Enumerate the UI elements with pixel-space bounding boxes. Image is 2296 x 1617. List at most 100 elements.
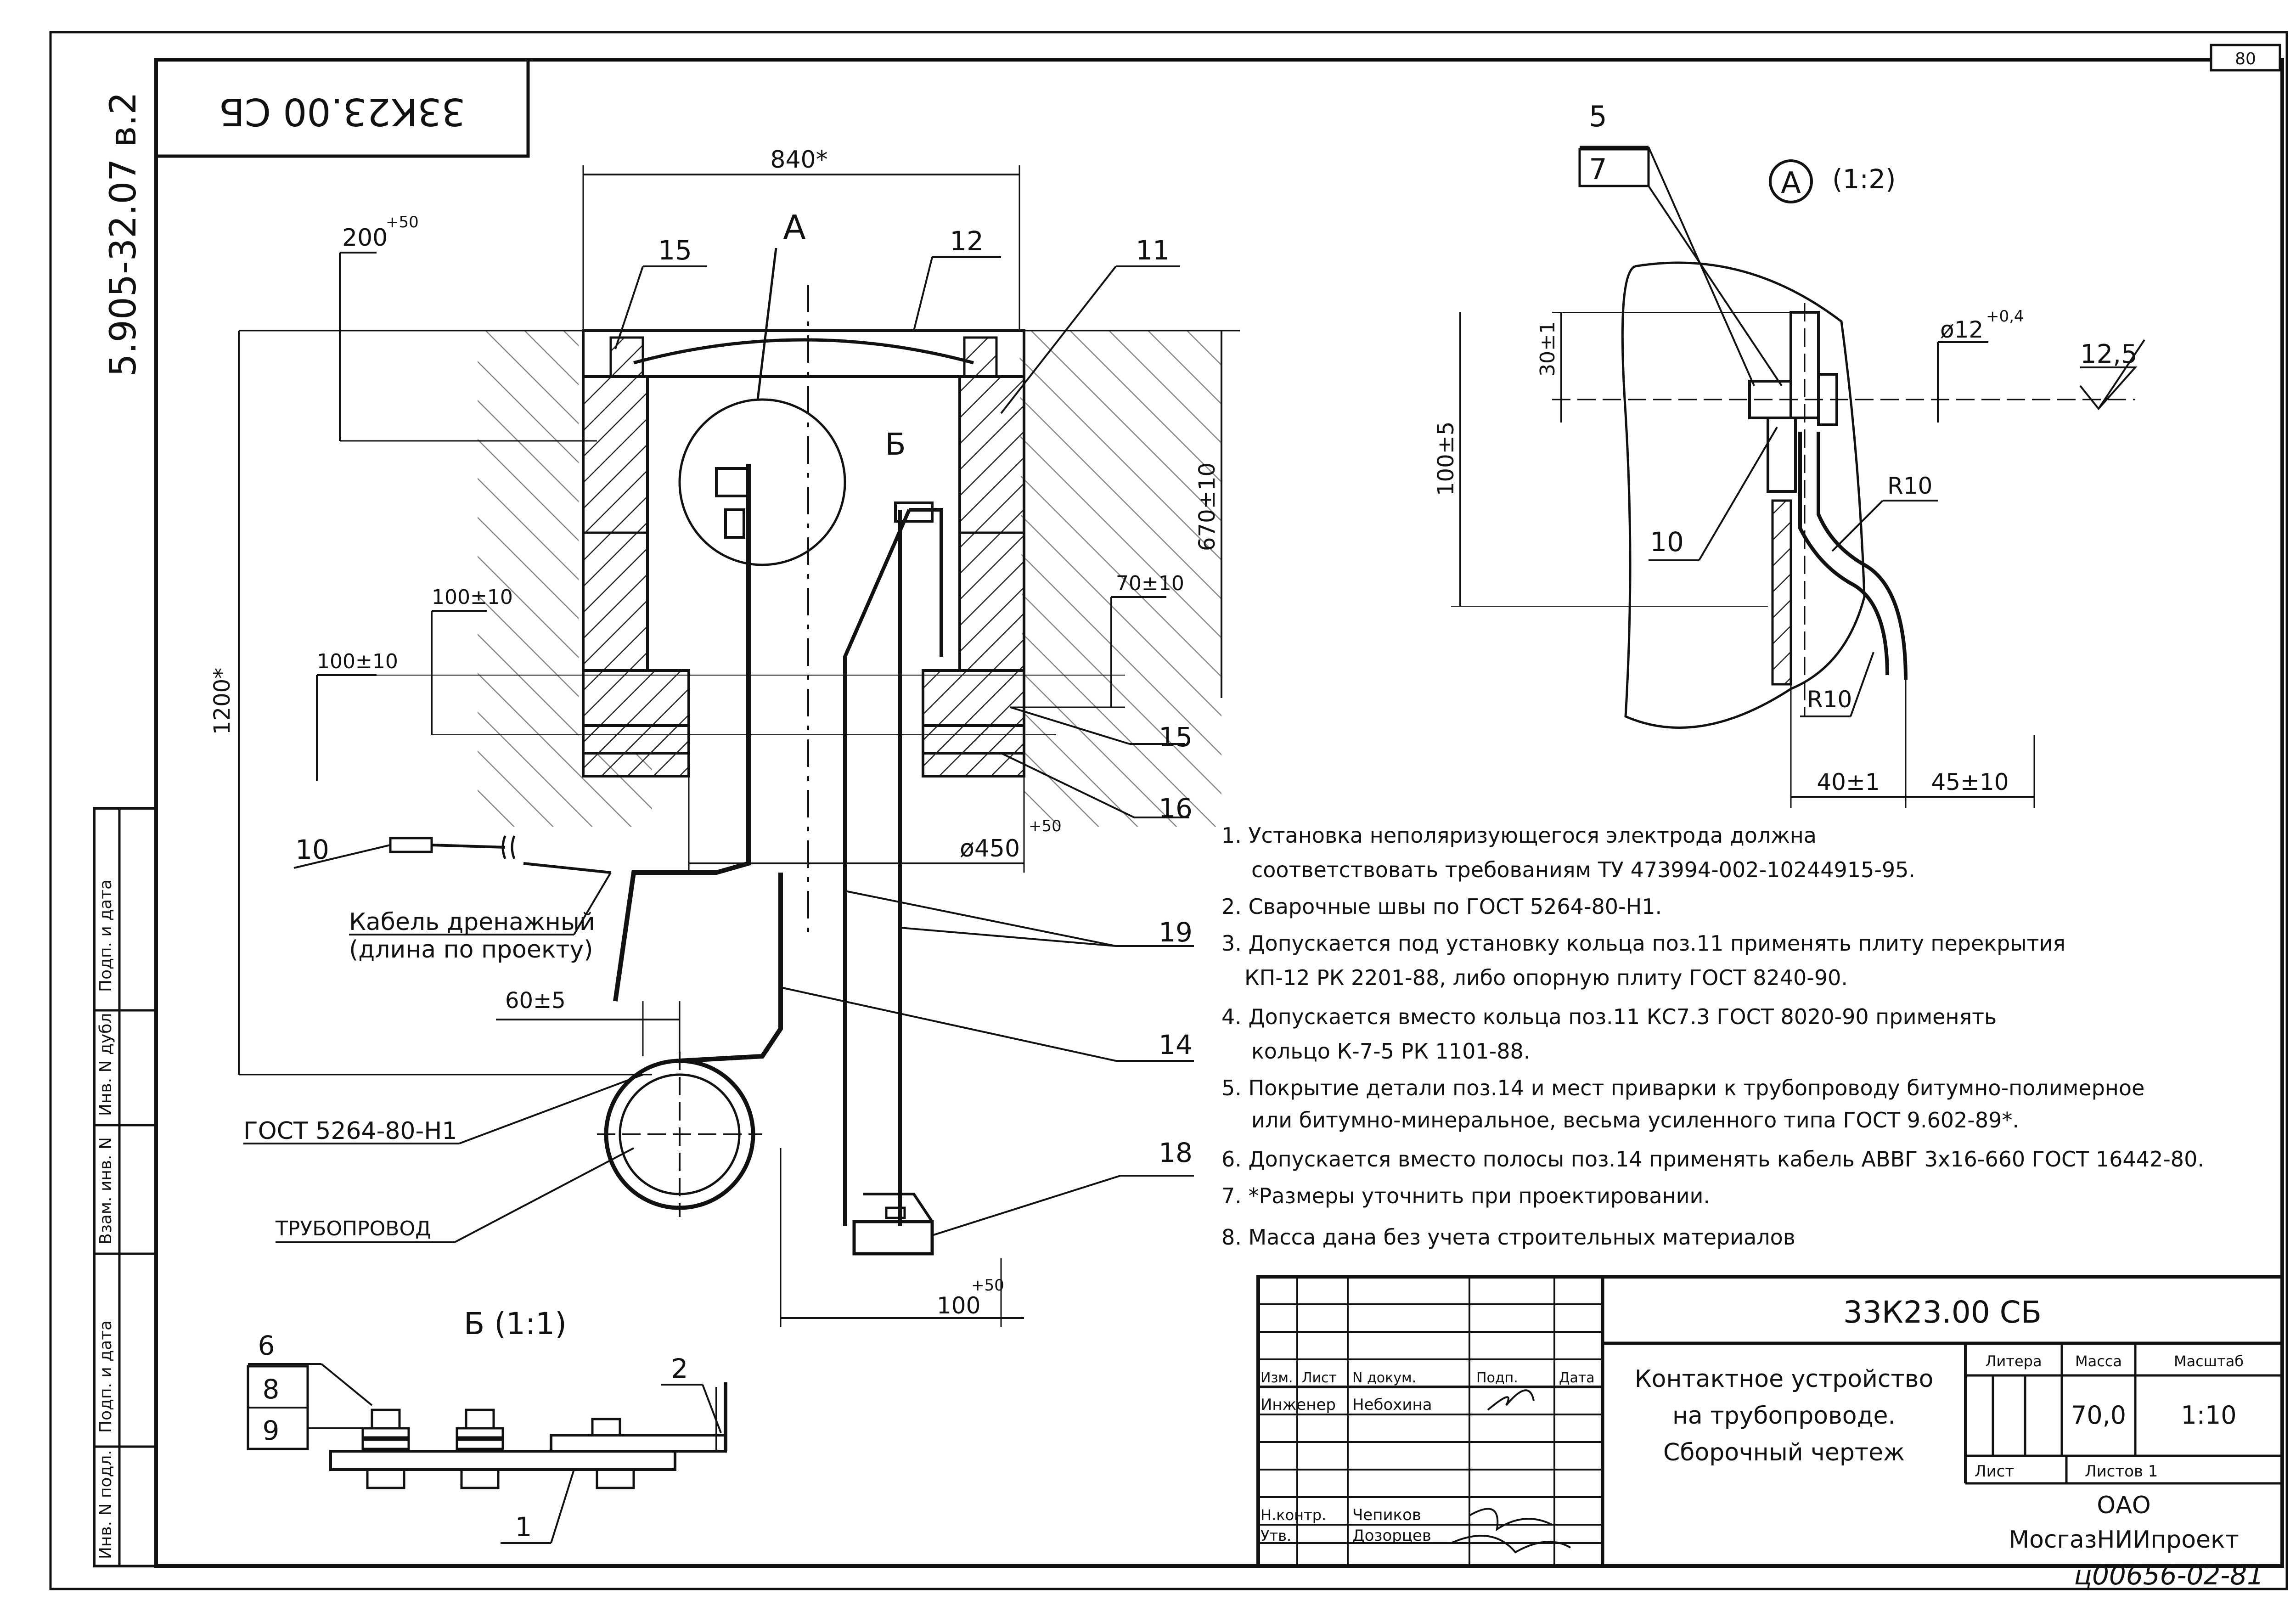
- side-label-podp-2: Подп. и дата: [96, 879, 115, 992]
- mass-label: Масса: [2075, 1352, 2122, 1370]
- main-callouts: 15 12 11 15 16 10 19 14 18: [293, 225, 1194, 1236]
- detail-a-r10-top: R10: [1887, 473, 1932, 499]
- note-line-7: кольцо К-7-5 РК 1101-88.: [1251, 1039, 1530, 1064]
- weld-label: ГОСТ 5264-80-Н1: [243, 1117, 457, 1145]
- callout-14: 14: [1159, 1029, 1193, 1060]
- callout-15-top: 15: [658, 235, 692, 266]
- dim-100-bottom: 100: [937, 1292, 980, 1319]
- sheet-number-box: [2210, 44, 2281, 72]
- section-b-marker: Б: [885, 427, 906, 462]
- detail-b-callout-1: 1: [515, 1511, 532, 1543]
- detail-a-callout-7: 7: [1589, 152, 1607, 186]
- role-engineer: Инженер: [1261, 1396, 1336, 1414]
- callout-16: 16: [1159, 793, 1193, 824]
- detail-b-callout-6: 6: [258, 1330, 275, 1361]
- doc-number: ц00656-02-81: [2074, 1560, 2264, 1591]
- dim-840: 840*: [770, 146, 827, 174]
- name-engineer: Небохина: [1352, 1396, 1432, 1414]
- title-block: Изм. Лист N докум. Подп. Дата Инженер Не…: [1256, 1275, 2284, 1591]
- detail-a-dim-12-tol: +0,4: [1986, 307, 2024, 326]
- note-line-6: 4. Допускается вместо кольца поз.11 КС7.…: [1221, 1004, 1997, 1029]
- note-line-4: 3. Допускается под установку кольца поз.…: [1221, 931, 2065, 956]
- note-line-10: 6. Допускается вместо полосы поз.14 прим…: [1221, 1147, 2204, 1172]
- stamp-box: [154, 58, 530, 158]
- detail-b-view: Б (1:1) 6 8 9 2 1: [247, 1306, 727, 1544]
- signature: [1451, 1389, 1571, 1554]
- main-section-view: А Б: [389, 208, 1221, 1256]
- side-label-inv-podl: Инв. N подл.: [96, 1450, 115, 1559]
- note-line-3: 2. Сварочные швы по ГОСТ 5264-80-Н1.: [1221, 894, 1662, 919]
- archive-number: 5.905-32.07 в.2: [103, 92, 144, 377]
- callout-12: 12: [950, 225, 984, 257]
- detail-b-callout-2: 2: [671, 1353, 688, 1384]
- note-line-11: 7. *Размеры уточнить при проектировании.: [1221, 1183, 1710, 1208]
- callout-11: 11: [1136, 235, 1170, 266]
- detail-a-dim-12: ø12: [1940, 316, 1983, 343]
- dim-60: 60±5: [505, 988, 566, 1014]
- callout-19: 19: [1159, 917, 1193, 948]
- hdr-podp: Подп.: [1476, 1370, 1518, 1386]
- dim-450: ø450: [960, 835, 1020, 862]
- note-line-9: или битумно-минеральное, весьма усиленно…: [1251, 1108, 2019, 1132]
- note-line-12: 8. Масса дана без учета строительных мат…: [1221, 1225, 1795, 1250]
- detail-a-dim-45: 45±10: [1931, 769, 2009, 795]
- dim-200-tol: +50: [386, 213, 419, 231]
- title-name-2: на трубопроводе.: [1672, 1402, 1896, 1430]
- title-code: 33К23.00 СБ: [1843, 1295, 2042, 1330]
- sheet-label: Лист: [1975, 1462, 2014, 1481]
- section-a-marker: А: [783, 208, 805, 247]
- cable-label-1: Кабель дренажный: [349, 908, 595, 936]
- scale-label: Масштаб: [2174, 1352, 2244, 1370]
- dim-450-tol: +50: [1029, 817, 1062, 835]
- role-utv: Утв.: [1261, 1527, 1291, 1544]
- org-line-1: ОАО: [2097, 1492, 2150, 1519]
- dim-670: 670±10: [1194, 462, 1220, 551]
- side-stamp: Инв. N подл. Подп. и дата Взам. инв. N И…: [93, 807, 158, 1567]
- dim-1200: 1200*: [209, 668, 235, 735]
- callout-15-right: 15: [1159, 721, 1193, 753]
- name-utv: Дозорцев: [1352, 1527, 1431, 1545]
- title-name-3: Сборочный чертеж: [1663, 1439, 1905, 1466]
- dim-100-bottom-tol: +50: [971, 1276, 1004, 1295]
- note-line-5: КП-12 РК 2201-88, либо опорную плиту ГОС…: [1244, 965, 1848, 990]
- cable-label-2: (длина по проекту): [349, 936, 593, 963]
- detail-a-dim-40: 40±1: [1817, 769, 1880, 795]
- litera-label: Литера: [1985, 1352, 2042, 1370]
- scale-value: 1:10: [2181, 1401, 2236, 1430]
- main-dimensions: 840* 200 +50 670±10 1200* 100±10 100±10 …: [209, 146, 1240, 1327]
- callout-18: 18: [1159, 1137, 1193, 1168]
- title-name-1: Контактное устройство: [1635, 1365, 1934, 1393]
- side-label-podp-1: Подп. и дата: [96, 1320, 115, 1433]
- detail-a-view: А (1:2) 5 7 10 30±1 100±5 ø12 +0,4: [1433, 100, 2145, 808]
- detail-b-callout-8: 8: [263, 1374, 280, 1405]
- note-line-1: 1. Установка неполяризующегося электрода…: [1221, 823, 1817, 848]
- note-line-2: соответствовать требованиям ТУ 473994-00…: [1251, 857, 1915, 882]
- dim-100-b: 100±10: [317, 650, 398, 673]
- role-nkontr: Н.контр.: [1261, 1506, 1326, 1524]
- detail-a-scale: (1:2): [1832, 163, 1896, 195]
- hdr-list: Лист: [1302, 1370, 1337, 1386]
- hdr-ndok: N докум.: [1352, 1370, 1416, 1386]
- dim-70: 70±10: [1116, 572, 1184, 595]
- detail-a-callout-5: 5: [1589, 100, 1607, 133]
- detail-a-dim-100: 100±5: [1433, 422, 1459, 496]
- dim-100-a: 100±10: [432, 586, 513, 609]
- pipe-label: ТРУБОПРОВОД: [275, 1217, 431, 1240]
- dim-200: 200: [342, 224, 388, 252]
- outer-border: [49, 31, 2288, 1590]
- detail-a-r10-bottom: R10: [1807, 686, 1852, 713]
- hdr-data: Дата: [1559, 1370, 1595, 1386]
- detail-b-title: Б (1:1): [464, 1306, 567, 1341]
- note-line-8: 5. Покрытие детали поз.14 и мест приварк…: [1221, 1076, 2144, 1100]
- detail-a-dim-30: 30±1: [1536, 321, 1559, 377]
- callout-10: 10: [295, 834, 329, 865]
- name-nkontr: Чепиков: [1352, 1506, 1421, 1524]
- sheets-label: Листов 1: [2085, 1462, 2158, 1481]
- side-label-vzam: Взам. инв. N: [96, 1137, 115, 1245]
- hdr-izm: Изм.: [1261, 1370, 1293, 1386]
- detail-a-title-letter: А: [1781, 166, 1801, 200]
- side-label-inv-dubl: Инв. N дубл.: [96, 1008, 115, 1116]
- org-line-2: МосгазНИИпроект: [2009, 1526, 2239, 1554]
- detail-b-callout-9: 9: [263, 1415, 280, 1446]
